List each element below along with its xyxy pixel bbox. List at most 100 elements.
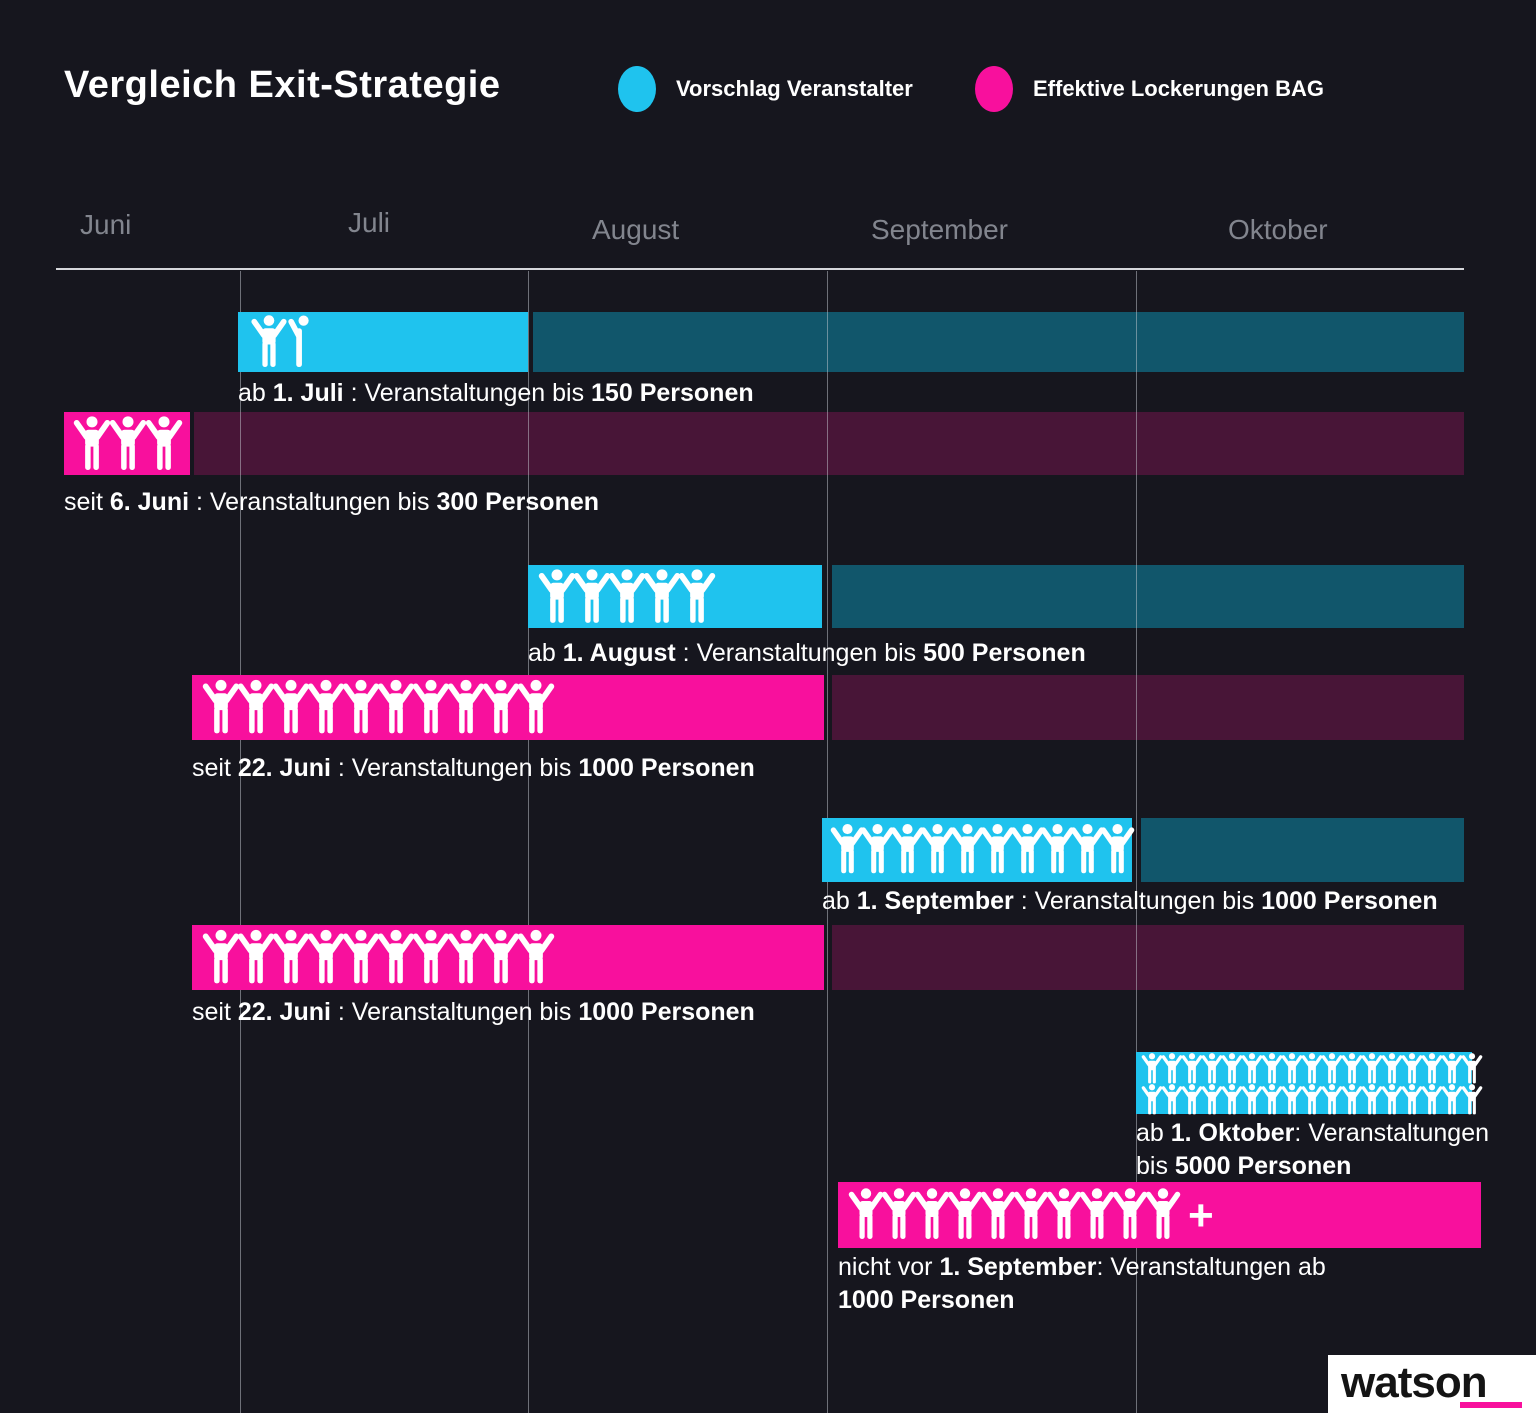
person-icon bbox=[342, 929, 380, 984]
person-icon bbox=[1461, 1053, 1483, 1084]
person-icon bbox=[1281, 1084, 1303, 1115]
person-icon bbox=[1301, 1084, 1323, 1115]
legend-label: Vorschlag Veranstalter bbox=[676, 76, 913, 101]
person-icon bbox=[237, 929, 275, 984]
person-icon bbox=[1046, 1188, 1082, 1239]
person-icon bbox=[678, 569, 716, 623]
person-icon bbox=[1221, 1084, 1243, 1115]
pictogram-row bbox=[1140, 1084, 1483, 1115]
person-icon bbox=[1301, 1053, 1323, 1084]
person-icon bbox=[1161, 1053, 1183, 1084]
bar-bright-segment bbox=[64, 412, 190, 475]
bar-label: ab 1. Juli : Veranstaltungen bis 150 Per… bbox=[238, 377, 754, 410]
bar-label: ab 1. September : Veranstaltungen bis 10… bbox=[822, 885, 1438, 918]
person-icon bbox=[517, 679, 555, 734]
person-icon bbox=[980, 1188, 1016, 1239]
plus-icon: + bbox=[1188, 1191, 1214, 1240]
bar-dark-segment bbox=[832, 675, 1464, 740]
person-icon bbox=[1201, 1053, 1223, 1084]
person-icon bbox=[109, 416, 147, 470]
person-icon bbox=[342, 679, 380, 734]
person-icon bbox=[1321, 1084, 1343, 1115]
month-gridline bbox=[528, 271, 529, 1413]
legend-item-effektiv: Effektive Lockerungen BAG bbox=[975, 66, 1324, 112]
person-icon bbox=[412, 929, 450, 984]
bar-dark-segment bbox=[194, 412, 1464, 475]
month-gridline bbox=[1136, 271, 1137, 1413]
legend-item-vorschlag: Vorschlag Veranstalter bbox=[618, 66, 913, 112]
person-icon bbox=[1381, 1053, 1403, 1084]
person-icon bbox=[1079, 1188, 1115, 1239]
timeline-axis bbox=[56, 268, 1464, 270]
person-icon bbox=[1141, 1053, 1163, 1084]
bar-label-line: ab 1. August : Veranstaltungen bis 500 P… bbox=[528, 639, 1086, 667]
bar-label: ab 1. August : Veranstaltungen bis 500 P… bbox=[528, 637, 1086, 670]
legend-label: Effektive Lockerungen BAG bbox=[1033, 76, 1324, 101]
person-icon bbox=[482, 929, 520, 984]
person-icon bbox=[1261, 1084, 1283, 1115]
pictogram-row bbox=[830, 822, 1135, 876]
bar-label-line: ab 1. Oktober: Veranstaltungen bbox=[1136, 1119, 1490, 1147]
bar-label: seit 22. Juni : Veranstaltungen bis 1000… bbox=[192, 752, 755, 785]
page-title: Vergleich Exit-Strategie bbox=[64, 64, 501, 106]
person-icon bbox=[272, 929, 310, 984]
bar-label: seit 6. Juni : Veranstaltungen bis 300 P… bbox=[64, 486, 599, 519]
legend-dot-pink-icon bbox=[975, 66, 1013, 112]
pictogram-group bbox=[538, 569, 716, 624]
person-icon bbox=[237, 679, 275, 734]
person-icon bbox=[447, 679, 485, 734]
bar-label-line: seit 22. Juni : Veranstaltungen bis 1000… bbox=[192, 754, 755, 782]
pictogram-row bbox=[202, 679, 555, 735]
person-icon bbox=[73, 416, 111, 470]
person-icon bbox=[307, 679, 345, 734]
bar-label: nicht vor 1. September: Veranstaltungen … bbox=[838, 1251, 1326, 1317]
person-icon bbox=[202, 929, 240, 984]
person-icon bbox=[1145, 1188, 1181, 1239]
bar-bright-segment bbox=[192, 675, 824, 740]
pictogram-row bbox=[538, 569, 716, 624]
person-icon bbox=[1361, 1053, 1383, 1084]
person-icon bbox=[1261, 1053, 1283, 1084]
bar-label: seit 22. Juni : Veranstaltungen bis 1000… bbox=[192, 996, 755, 1029]
person-icon bbox=[377, 679, 415, 734]
pictogram-group bbox=[830, 822, 1135, 876]
bar-bright-segment: + bbox=[838, 1182, 1481, 1248]
person-icon bbox=[1421, 1053, 1443, 1084]
person-icon bbox=[412, 679, 450, 734]
person-icon bbox=[1321, 1053, 1343, 1084]
pictogram-row bbox=[202, 929, 555, 985]
pictogram-row bbox=[248, 315, 311, 368]
bar-label-line: nicht vor 1. September: Veranstaltungen … bbox=[838, 1253, 1326, 1281]
bar-bright-segment bbox=[238, 312, 528, 372]
person-icon bbox=[251, 315, 287, 367]
person-icon bbox=[950, 824, 985, 874]
person-icon bbox=[1181, 1084, 1203, 1115]
person-icon bbox=[573, 569, 611, 623]
person-icon bbox=[307, 929, 345, 984]
month-label-oktober: Oktober bbox=[1228, 214, 1328, 245]
person-icon bbox=[881, 1188, 917, 1239]
person-icon bbox=[1201, 1084, 1223, 1115]
bar-bright-segment bbox=[822, 818, 1135, 882]
month-gridline bbox=[240, 271, 241, 1413]
person-icon bbox=[1441, 1084, 1463, 1115]
person-icon bbox=[202, 679, 240, 734]
person-icon bbox=[914, 1188, 950, 1239]
bar-label-line: seit 22. Juni : Veranstaltungen bis 1000… bbox=[192, 998, 755, 1026]
person-icon bbox=[1010, 824, 1045, 874]
person-icon bbox=[447, 929, 485, 984]
person-icon bbox=[1361, 1084, 1383, 1115]
person-icon bbox=[1070, 824, 1105, 874]
person-icon bbox=[1401, 1084, 1423, 1115]
person-icon bbox=[377, 929, 415, 984]
person-icon bbox=[1161, 1084, 1183, 1115]
pictogram-row bbox=[848, 1186, 1181, 1242]
person-icon bbox=[947, 1188, 983, 1239]
bar-dark-segment bbox=[832, 565, 1464, 628]
pictogram-group bbox=[1140, 1053, 1483, 1115]
person-icon bbox=[517, 929, 555, 984]
bar-label-line: ab 1. Juli : Veranstaltungen bis 150 Per… bbox=[238, 379, 754, 407]
person-icon bbox=[830, 824, 865, 874]
person-icon bbox=[890, 824, 925, 874]
